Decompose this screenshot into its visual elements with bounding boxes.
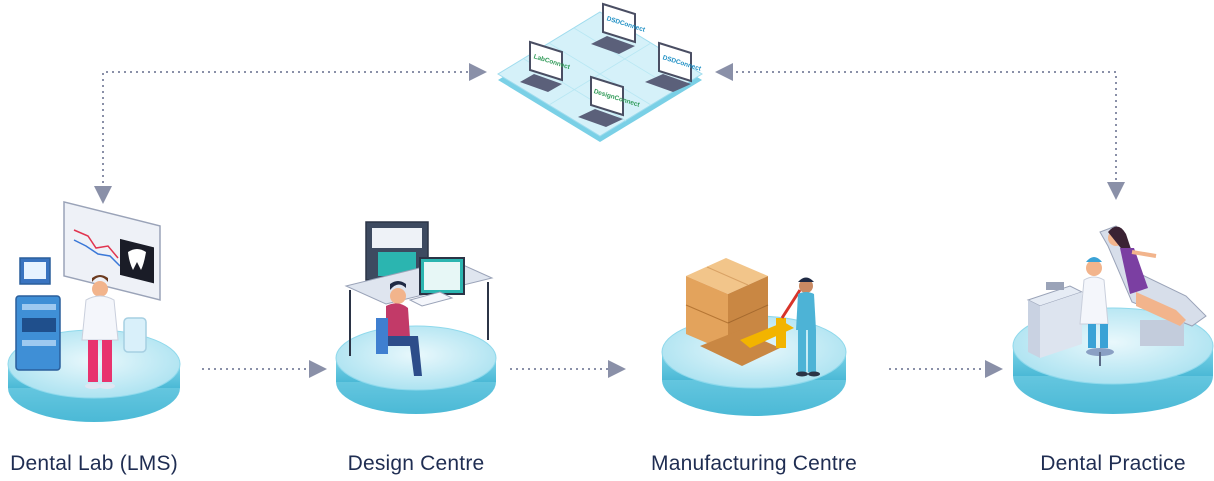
worker-icon: [799, 279, 813, 293]
dental-practice-scene: [1026, 225, 1207, 366]
manufacturing-scene: [685, 258, 820, 377]
dentist-icon: [1086, 260, 1102, 276]
dental-lab-scene: [15, 201, 161, 389]
designer-icon: [390, 288, 406, 304]
station-label-design-centre: Design Centre: [347, 452, 485, 475]
station-label-manufacturing-centre: Manufacturing Centre: [651, 452, 857, 475]
network-platform: LabConnect DSDConnect DSDConnect DesignC…: [497, 2, 703, 142]
connector-arrows: [94, 63, 1125, 378]
arrow-lab-network: [94, 63, 487, 204]
lab-cart-icon: [15, 295, 61, 371]
arrow-network-practice: [715, 63, 1125, 200]
technician-icon: [92, 281, 108, 297]
laptop-icon: LabConnect: [520, 40, 571, 92]
station-label-dental-lab: Dental Lab (LMS): [10, 452, 178, 475]
station-label-dental-practice: Dental Practice: [1040, 452, 1186, 475]
design-centre-scene: [344, 221, 494, 376]
